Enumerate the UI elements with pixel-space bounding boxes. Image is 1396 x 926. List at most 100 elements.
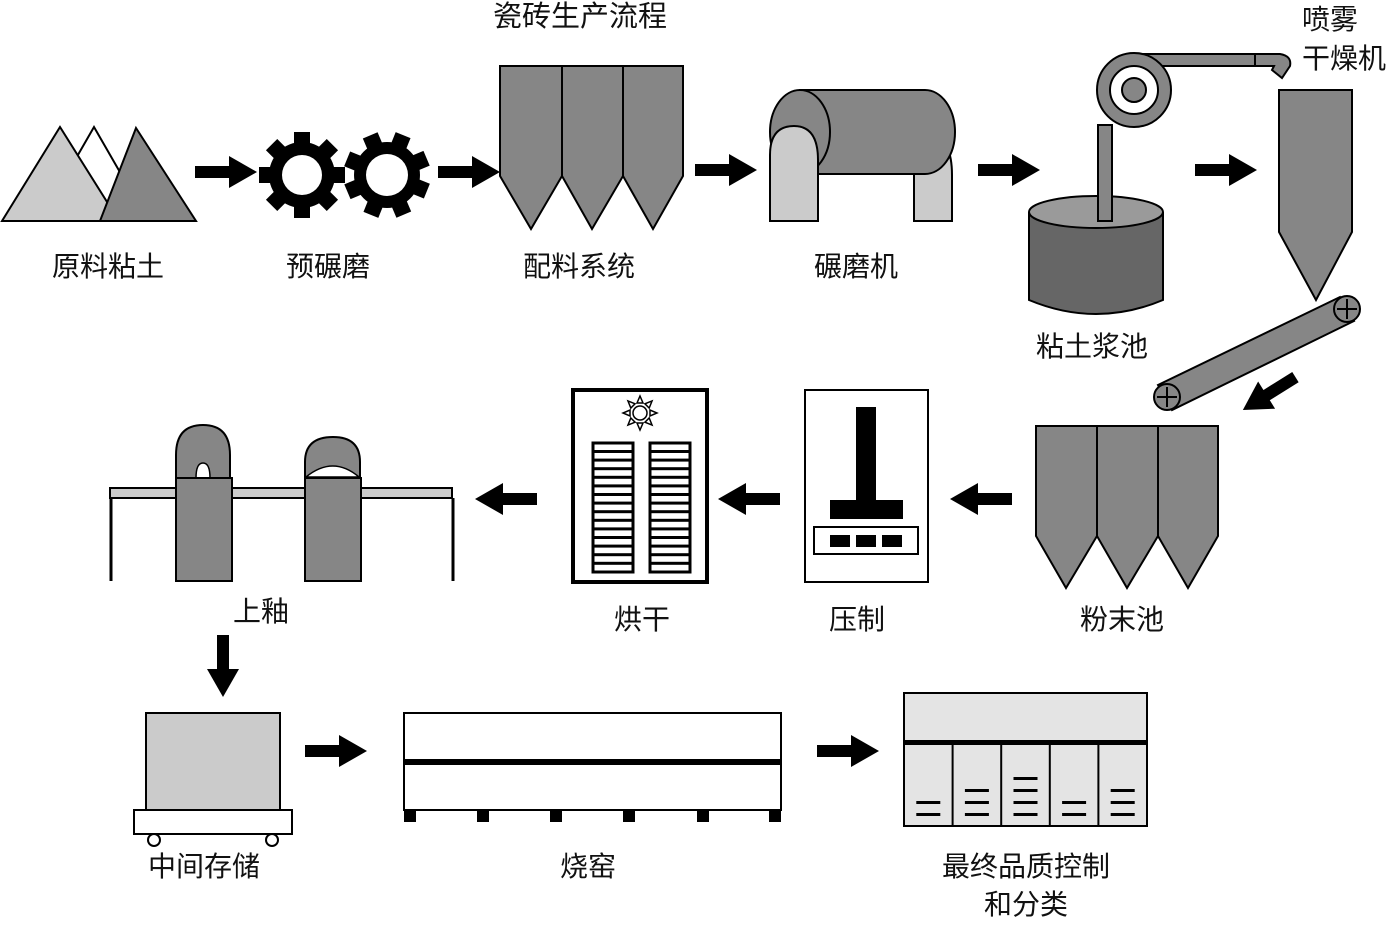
drying-rack-right [648, 441, 692, 574]
rack-slat [593, 475, 633, 479]
gear-icon [259, 132, 345, 218]
raw-clay-mountains-icon [0, 124, 198, 222]
drying-rack-left [591, 441, 635, 574]
arrow-right-2 [438, 156, 500, 188]
tile-stack-line [916, 813, 941, 816]
arrow-right-6 [305, 735, 367, 767]
step-label-powder-pool: 粉末池 [1080, 603, 1165, 636]
rack-slat [593, 450, 633, 453]
rack-slat [650, 475, 690, 479]
arrow-right-7 [817, 735, 879, 767]
arrow-down [207, 635, 239, 697]
kiln-foot [697, 810, 709, 822]
rack-slat [650, 544, 690, 548]
tile-stack-line [1013, 813, 1038, 816]
tile-stack-line [964, 813, 989, 816]
step-label-quality-control-line1: 最终品质控制 [941, 850, 1111, 883]
rack-slat [650, 510, 690, 514]
tile-stack-line [1062, 801, 1087, 804]
sun-heat-icon [621, 394, 659, 432]
arrow-right-3 [695, 154, 757, 186]
step-label-batching-system: 配料系统 [523, 250, 636, 283]
step-label-pressing: 压制 [829, 603, 886, 636]
kiln-icon [403, 712, 782, 822]
rack-slat [593, 561, 633, 565]
rack-slat [593, 510, 633, 514]
rack-slat [650, 467, 690, 471]
tile-stack-line [1013, 789, 1038, 792]
sun-ray [621, 408, 631, 418]
dryer-rack-icon [571, 388, 709, 584]
rack-slat [593, 458, 633, 462]
step-label-drying: 烘干 [614, 603, 671, 636]
tile-stack-line [964, 801, 989, 804]
quality-sorting-icon [903, 692, 1148, 827]
step-label-intermediate-storage: 中间存储 [148, 850, 261, 883]
tile-stack-line [964, 789, 989, 792]
rack-slat [650, 450, 690, 453]
sun-ray [635, 422, 645, 432]
rack-slat [593, 518, 633, 522]
rack-slat [650, 518, 690, 522]
tile-stack-line [1110, 801, 1135, 804]
rack-frame [591, 441, 635, 574]
rack-slat [650, 527, 690, 531]
step-label-pre-grinding: 预碾磨 [286, 250, 371, 283]
tile-stack-line [916, 801, 941, 804]
ball-mill-icon [769, 89, 956, 222]
rack-slat [650, 484, 690, 488]
rack-slat [650, 501, 690, 505]
step-label-quality-control-line2: 和分类 [983, 888, 1069, 921]
tile-stack-line [1062, 813, 1087, 816]
rack-slat [593, 501, 633, 505]
glazing-line-icon [109, 423, 455, 582]
step-label-grinding-mill: 碾磨机 [814, 250, 899, 283]
slurry-pool-tank-icon [1028, 195, 1164, 315]
arrow-right-5 [1195, 154, 1257, 186]
sun-ray [626, 416, 637, 427]
step-label-raw-clay: 原料粘土 [52, 250, 165, 283]
rack-slat [593, 527, 633, 531]
arrow-left-3 [475, 483, 537, 515]
gear-icon [344, 132, 430, 218]
tile-stack-line [1013, 777, 1038, 780]
arrow-left-1 [950, 483, 1012, 515]
step-label-clay-slurry-pool: 粘土浆池 [1036, 330, 1149, 363]
rack-slat [593, 493, 633, 496]
sun-ray [643, 399, 654, 410]
kiln-foot [550, 810, 562, 822]
rack-slat [650, 458, 690, 462]
step-label-kiln: 烧窑 [560, 850, 617, 883]
tile-stack-line [1110, 789, 1135, 792]
sun-ray [649, 408, 659, 418]
rack-slat [650, 536, 690, 539]
kiln-foot [404, 810, 416, 822]
arrow-right-4 [978, 154, 1040, 186]
step-label-spray-dryer-line2: 干燥机 [1302, 42, 1387, 75]
tile-stack-line [1013, 801, 1038, 804]
rack-slat [593, 553, 633, 557]
sun-ray [635, 394, 645, 404]
sorting-bins [916, 745, 1135, 826]
spray-dryer-icon [1278, 89, 1353, 303]
kiln-foot [623, 810, 635, 822]
rack-slat [593, 536, 633, 539]
kiln-supports [404, 810, 781, 822]
sun-ray [643, 416, 654, 427]
step-label-spray-dryer-line1: 喷雾 [1302, 3, 1359, 36]
rack-slat [593, 544, 633, 548]
kiln-foot [769, 810, 781, 822]
batching-hoppers-icon [499, 65, 684, 232]
rack-slat [593, 484, 633, 488]
press-machine-icon [804, 389, 929, 583]
storage-cart-icon [133, 712, 293, 847]
rack-slat [650, 561, 690, 565]
conveyor-belt-icon [1153, 295, 1361, 412]
tile-stack-line [1110, 813, 1135, 816]
kiln-foot [477, 810, 489, 822]
rack-slat [650, 553, 690, 557]
step-label-glazing: 上釉 [233, 595, 290, 628]
pump-pipe-icon [1096, 52, 1292, 222]
